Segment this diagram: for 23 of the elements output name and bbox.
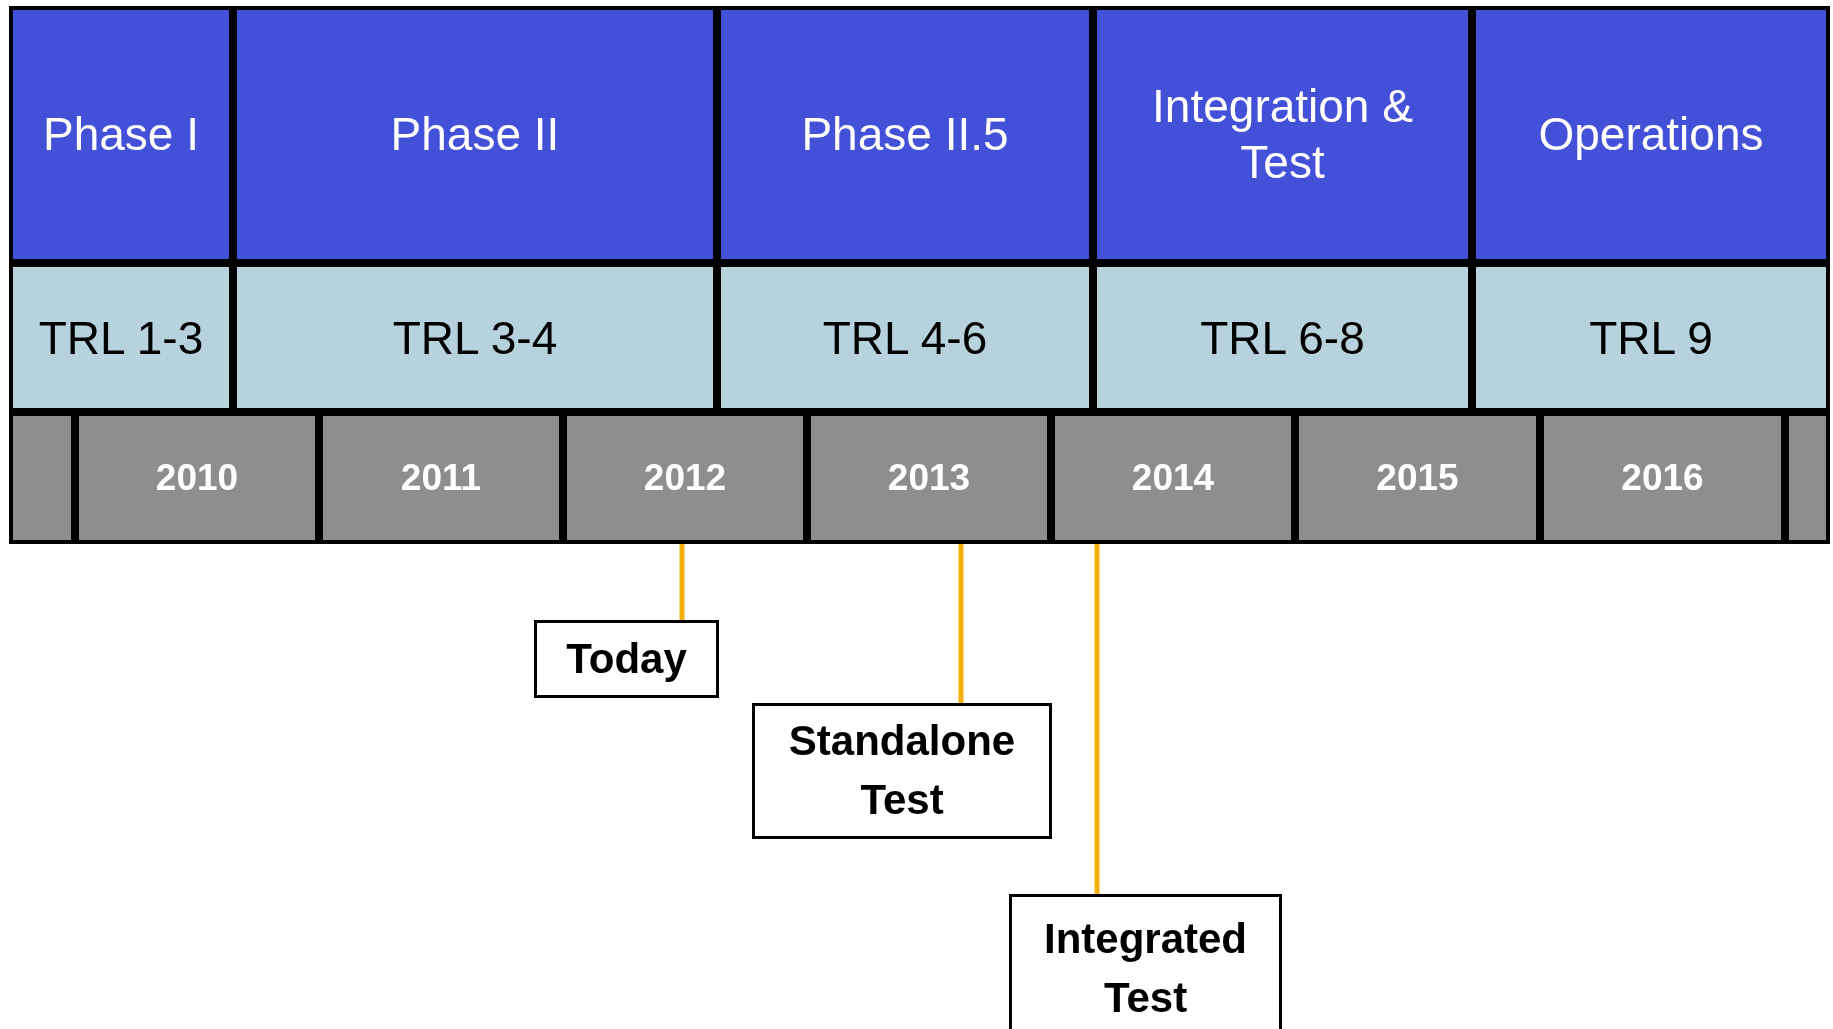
year-cell: 2012 [563, 412, 807, 544]
year-cell: 2014 [1051, 412, 1295, 544]
phase-header-cell: Integration & Test [1093, 6, 1472, 263]
milestone-box: Today [534, 620, 719, 698]
phase-header-cell: Phase II [233, 6, 717, 263]
trl-cell: TRL 1-3 [9, 263, 233, 412]
leader-line [679, 544, 685, 620]
year-cell: 2011 [319, 412, 563, 544]
milestone-box: Standalone Test [752, 703, 1052, 839]
milestone-box: Integrated Test [1009, 894, 1282, 1029]
trl-cell: TRL 4-6 [717, 263, 1093, 412]
leader-line [958, 544, 964, 703]
trl-cell: TRL 6-8 [1093, 263, 1472, 412]
year-cell: 2015 [1295, 412, 1540, 544]
year-cell: 2013 [807, 412, 1051, 544]
trl-cell: TRL 3-4 [233, 263, 717, 412]
phase-header-cell: Phase II.5 [717, 6, 1093, 263]
leader-line [1094, 544, 1100, 894]
year-cell: 2016 [1540, 412, 1785, 544]
trl-cell: TRL 9 [1472, 263, 1830, 412]
phase-header-cell: Phase I [9, 6, 233, 263]
phase-header-cell: Operations [1472, 6, 1830, 263]
year-cell: 2010 [75, 412, 319, 544]
